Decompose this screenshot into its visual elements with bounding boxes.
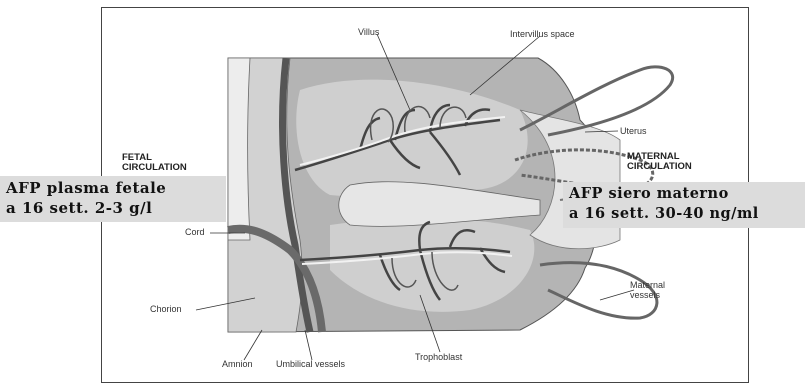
callout-afp-maternal-line1: AFP siero materno: [569, 184, 799, 204]
leader-maternal-vessels: [600, 290, 634, 300]
label-maternal-circulation: MATERNAL CIRCULATION: [627, 152, 692, 173]
label-amnion: Amnion: [222, 360, 253, 369]
label-maternal-vessels: Maternal vessels: [630, 280, 665, 301]
callout-afp-fetal-line2: a 16 sett. 2-3 g/l: [6, 198, 220, 218]
callout-afp-fetal-line1: AFP plasma fetale: [6, 178, 220, 198]
label-intervillus-space: Intervillus space: [510, 30, 575, 39]
label-umbilical-vessels: Umbilical vessels: [276, 360, 345, 369]
label-villus: Villus: [358, 28, 379, 37]
label-fetal-circulation: FETAL CIRCULATION: [122, 153, 187, 174]
label-maternal-vessels-line1: Maternal: [630, 280, 665, 290]
label-maternal-circulation-line2: CIRCULATION: [627, 162, 692, 172]
amnion-layer: [228, 58, 250, 240]
label-chorion: Chorion: [150, 305, 182, 314]
callout-afp-fetal-plasma: AFP plasma fetale a 16 sett. 2-3 g/l: [0, 176, 226, 222]
label-cord: Cord: [185, 228, 205, 237]
label-fetal-circulation-line2: CIRCULATION: [122, 163, 187, 173]
leader-amnion: [244, 330, 262, 360]
label-maternal-vessels-line2: vessels: [630, 290, 665, 300]
label-trophoblast: Trophoblast: [415, 353, 462, 362]
label-uterus: Uterus: [620, 127, 647, 136]
leader-umbilical: [305, 330, 312, 360]
callout-afp-maternal-serum: AFP siero materno a 16 sett. 30-40 ng/ml: [563, 182, 805, 228]
callout-afp-maternal-line2: a 16 sett. 30-40 ng/ml: [569, 204, 799, 224]
